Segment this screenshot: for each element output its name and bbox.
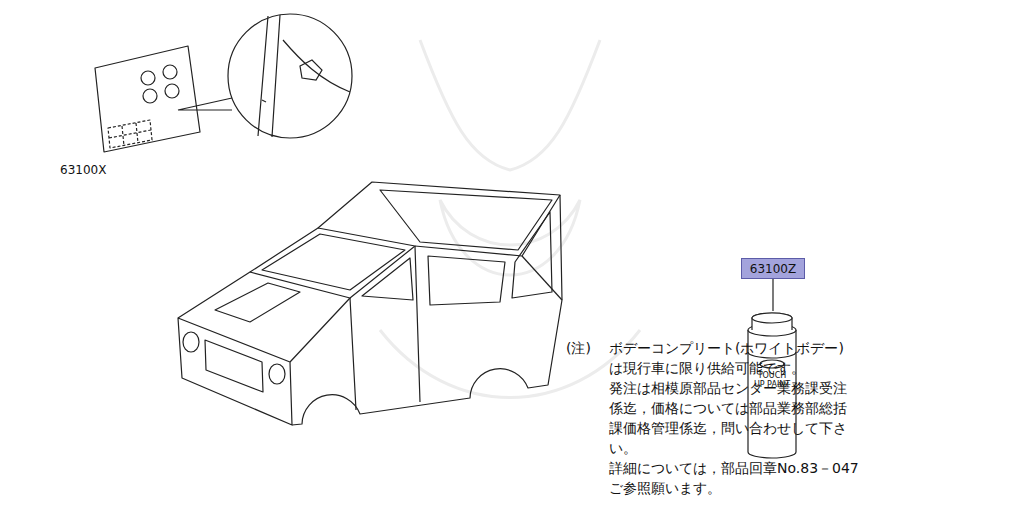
windshield-opening <box>262 234 405 290</box>
note-line: ご参照願います。 <box>609 480 721 497</box>
watermark-mask <box>440 200 580 275</box>
sheet-dot <box>143 89 157 103</box>
rear-edge <box>522 256 562 300</box>
roof <box>318 182 560 256</box>
body-white <box>178 182 562 425</box>
hood-bulge <box>215 283 300 322</box>
part-number: 63100Z <box>750 262 796 276</box>
rear-window <box>512 212 552 298</box>
cap-top <box>752 313 792 323</box>
grille <box>205 340 263 392</box>
part-number: 63100X <box>60 163 106 177</box>
hand <box>300 60 322 80</box>
watermark-horn <box>420 40 600 170</box>
note-line: 詳細については，部品回章No.83－047 <box>609 460 859 477</box>
sticker <box>262 100 266 102</box>
note-line: い。 <box>609 440 637 457</box>
note-line: 係迄，価格については部品業務部総括 <box>609 400 847 417</box>
detail-pointer <box>178 98 232 110</box>
sheet-dot <box>163 65 177 79</box>
hood <box>178 272 350 362</box>
note-line: は現行車に限り供給可能です。 <box>609 360 805 377</box>
sheet-dot <box>141 71 155 85</box>
note-line: 課価格管理係迄，問い合わせして下さ <box>609 420 847 437</box>
note-line: ボデーコンプリート(ホワイトボデー) <box>609 340 844 357</box>
side-window <box>428 256 505 305</box>
sheet-outline <box>95 46 200 152</box>
door-line <box>350 246 420 410</box>
headlamp <box>269 364 285 384</box>
can-cap <box>752 313 792 330</box>
sheet-dot <box>165 84 179 98</box>
leader-line <box>772 279 773 311</box>
detail-view <box>178 14 352 138</box>
front-window <box>362 258 413 300</box>
windshield <box>250 228 415 298</box>
side-lower <box>292 195 562 425</box>
note-mark: (注) <box>566 340 591 357</box>
watermark <box>380 40 640 398</box>
roof-panel <box>380 190 552 250</box>
headlamp <box>183 332 199 352</box>
pillar-line <box>258 15 350 137</box>
detail-circle <box>228 14 352 138</box>
note-line: 発注は相模原部品センター業務課受注 <box>609 380 847 397</box>
sticker-sheet <box>95 46 200 152</box>
front-face <box>178 318 292 425</box>
sheet-squares <box>108 120 152 148</box>
part-number-box: 63100Z <box>741 258 805 279</box>
